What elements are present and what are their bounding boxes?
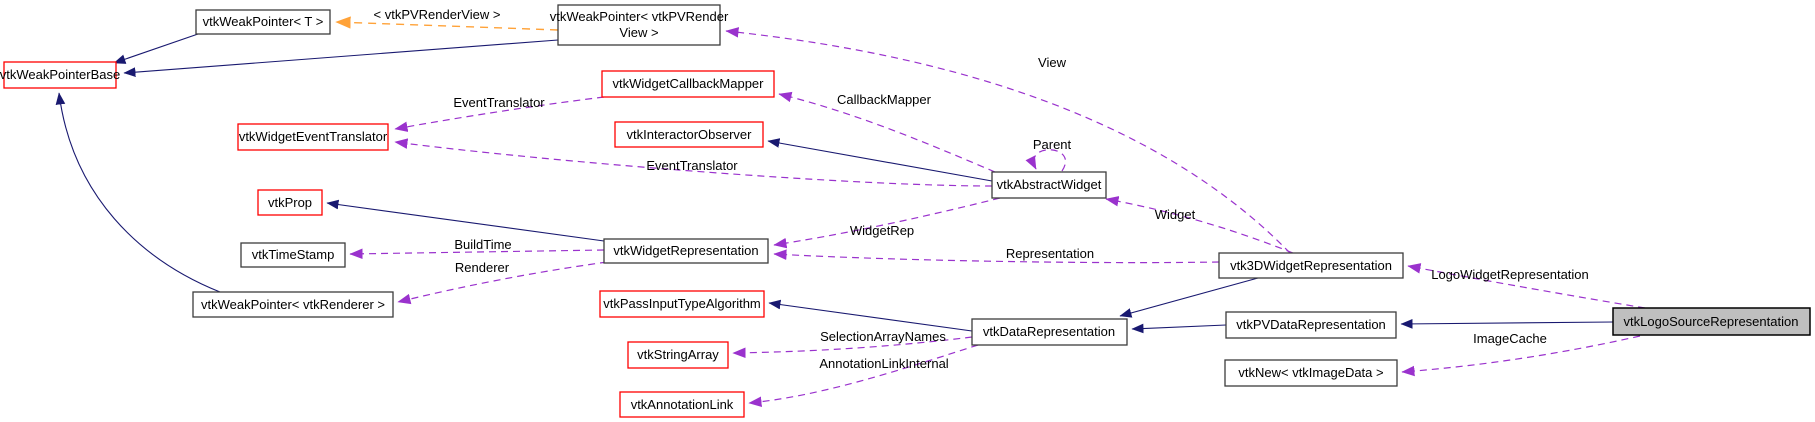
node-vtkpvdatarepresentation[interactable]: vtkPVDataRepresentation — [1225, 311, 1397, 339]
edge-usage-3dwidgetrep-view — [725, 27, 1291, 254]
edge-usage-datarep-selectionarraynames — [732, 336, 973, 359]
edge-inherit-widgetrepresentation-to-prop — [326, 199, 605, 242]
node-vtkweakpointer-t[interactable]: vtkWeakPointer< T > — [195, 9, 331, 35]
edge-usage-callbackmapper-eventtranslator — [394, 96, 605, 132]
edge-label-representation: Representation — [1006, 246, 1094, 261]
node-vtkwidgeteventtranslator[interactable]: vtkWidgetEventTranslator — [237, 123, 389, 151]
node-vtkwidgetcallbackmapper[interactable]: vtkWidgetCallbackMapper — [601, 70, 775, 98]
edge-label-parent: Parent — [1033, 137, 1072, 152]
node-vtkstringarray[interactable]: vtkStringArray — [627, 341, 729, 369]
edge-label-renderer: Renderer — [455, 260, 510, 275]
edge-usage-abstractwidget-eventtranslator — [394, 138, 993, 187]
edge-label-build-time: BuildTime — [454, 237, 511, 252]
edge-label-event-translator-lower: EventTranslator — [646, 158, 738, 173]
edge-usage-datarep-annotationlinkinternal — [748, 344, 979, 408]
edge-label-callback-mapper: CallbackMapper — [837, 92, 932, 107]
edge-template-weakpointerpvrv-to-weakpointerT — [335, 16, 559, 31]
edge-label-image-cache: ImageCache — [1473, 331, 1547, 346]
node-label-line2: View > — [619, 25, 658, 40]
node-vtknew-vtkimagedata[interactable]: vtkNew< vtkImageData > — [1224, 359, 1398, 387]
node-label: vtkAnnotationLink — [631, 397, 734, 412]
edge-usage-widgetrep-renderer — [397, 261, 608, 305]
edge-label-template-arg: < vtkPVRenderView > — [374, 7, 501, 22]
edge-label-widget: Widget — [1155, 207, 1196, 222]
edge-usage-abstractwidget-widgetrep — [773, 197, 1001, 249]
node-label: vtkPVDataRepresentation — [1236, 317, 1386, 332]
edge-label-logo-widget-representation: LogoWidgetRepresentation — [1431, 267, 1589, 282]
edge-inherit-weakpointerT-to-weakpointerbase — [113, 33, 199, 64]
node-vtktimestamp[interactable]: vtkTimeStamp — [240, 242, 346, 268]
node-vtk3dwidgetrepresentation[interactable]: vtk3DWidgetRepresentation — [1218, 252, 1404, 279]
node-vtkweakpointer-vtkrenderer[interactable]: vtkWeakPointer< vtkRenderer > — [192, 291, 394, 318]
edge-usage-abstractwidget-callbackmapper — [778, 91, 996, 173]
edge-label-annotation-link-internal: AnnotationLinkInternal — [819, 356, 948, 371]
node-vtkpassinputtypealgorithm[interactable]: vtkPassInputTypeAlgorithm — [599, 290, 765, 318]
node-vtkweakpointerbase[interactable]: vtkWeakPointerBase — [0, 61, 120, 89]
node-label: vtk3DWidgetRepresentation — [1230, 258, 1392, 273]
node-label: vtkWidgetRepresentation — [613, 243, 758, 258]
node-label: vtkTimeStamp — [252, 247, 335, 262]
node-label: vtkAbstractWidget — [997, 177, 1102, 192]
edge-usage-parent-selfloop — [1025, 149, 1066, 172]
node-label: vtkWeakPointerBase — [0, 67, 120, 82]
edge-usage-logosourcerep-imagecache — [1401, 335, 1641, 377]
node-vtkabstractwidget[interactable]: vtkAbstractWidget — [991, 171, 1107, 199]
edge-label-widget-rep: WidgetRep — [850, 223, 914, 238]
edge-label-view: View — [1038, 55, 1067, 70]
edge-inherit-datarepresentation-to-passinputtypealgorithm — [768, 299, 973, 332]
node-label-line1: vtkWeakPointer< vtkPVRender — [550, 9, 729, 24]
node-label: vtkWeakPointer< vtkRenderer > — [201, 297, 385, 312]
edge-usage-3dwidgetrep-widget — [1105, 196, 1294, 254]
edge-inherit-weakpointerrenderer-to-weakpointerbase — [55, 92, 221, 293]
edge-usage-widgetrep-buildtime — [349, 248, 605, 260]
node-vtkdatarepresentation[interactable]: vtkDataRepresentation — [971, 318, 1128, 346]
node-label: vtkProp — [268, 195, 312, 210]
node-label: vtkPassInputTypeAlgorithm — [603, 296, 761, 311]
node-label: vtkNew< vtkImageData > — [1238, 365, 1383, 380]
node-vtklogosourcerepresentation-focus: vtkLogoSourceRepresentation — [1612, 307, 1811, 336]
node-vtkinteractorobserver[interactable]: vtkInteractorObserver — [614, 121, 764, 148]
node-label: vtkWidgetEventTranslator — [239, 129, 388, 144]
edge-inherit-weakpointerpvrv-to-weakpointerbase — [123, 39, 559, 77]
edge-label-event-translator-upper: EventTranslator — [453, 95, 545, 110]
node-vtkweakpointer-vtkpvrenderview[interactable]: vtkWeakPointer< vtkPVRender View > — [550, 4, 729, 46]
edge-inherit-abstractwidget-to-interactorobserver — [767, 138, 993, 182]
edge-label-selection-array-names: SelectionArrayNames — [820, 329, 946, 344]
node-vtkannotationlink[interactable]: vtkAnnotationLink — [619, 391, 745, 418]
node-label: vtkWeakPointer< T > — [203, 14, 324, 29]
edge-inherit-logosourcerep-to-pvdatarep — [1400, 319, 1614, 329]
edge-inherit-pvdatarep-to-datarepresentation — [1131, 323, 1227, 334]
node-vtkprop[interactable]: vtkProp — [257, 189, 323, 216]
node-label: vtkWidgetCallbackMapper — [612, 76, 764, 91]
node-label: vtkDataRepresentation — [983, 324, 1115, 339]
edge-usage-3dwidgetrep-representation — [773, 249, 1220, 264]
node-vtkwidgetrepresentation[interactable]: vtkWidgetRepresentation — [603, 238, 769, 264]
edge-inherit-3dwidgetrep-to-datarepresentation — [1119, 277, 1259, 318]
edge-usage-logosourcerep-logowidgetrepresentation — [1407, 263, 1646, 309]
node-label: vtkLogoSourceRepresentation — [1624, 314, 1799, 329]
node-label: vtkStringArray — [637, 347, 719, 362]
node-label: vtkInteractorObserver — [627, 127, 753, 142]
